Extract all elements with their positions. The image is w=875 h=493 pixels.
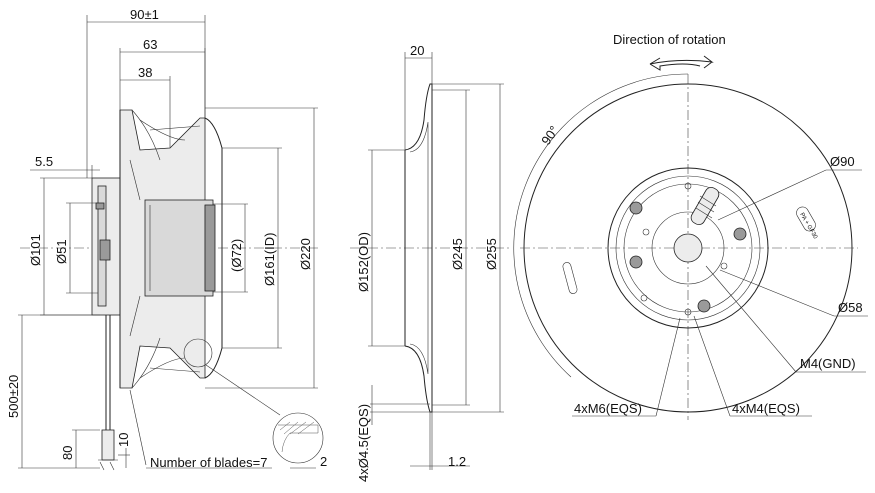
dim-label-500: 500±20: [6, 375, 21, 418]
motor-flange-circle: [615, 175, 761, 321]
dim-label-245: Ø245: [450, 238, 465, 270]
dim-label-38: 38: [138, 65, 152, 80]
dim-label-20: 20: [410, 43, 424, 58]
dim-label-101: Ø101: [28, 234, 43, 266]
shroud-lip: [204, 117, 223, 379]
pcb-slot-ribs: [695, 195, 717, 219]
front-view: Direction of rotation 90° PA + GF30: [513, 32, 868, 420]
material-badge: [796, 206, 816, 232]
screw-m6-4: [697, 299, 711, 313]
screw-m6-1: [629, 201, 643, 215]
dim-label-2: 2: [320, 454, 327, 469]
hole-m4-3: [720, 262, 728, 270]
rotation-label: Direction of rotation: [613, 32, 726, 47]
screw-m6-2: [733, 227, 747, 241]
detail-section-outline: [278, 424, 319, 453]
motor-rotor: [144, 199, 214, 297]
dim-label-51: Ø51: [54, 239, 69, 264]
dim-label-holes: 4xØ4.5(EQS): [356, 404, 371, 482]
inlet-ring-view: 20 Ø152(OD) Ø245 Ø255 4xØ4.5(EQS) 1.2: [350, 43, 510, 482]
dim-label-63: 63: [143, 37, 157, 52]
ring-profile: [404, 83, 433, 413]
leader-m4: [693, 315, 731, 417]
rotation-arrow-left: [649, 57, 701, 71]
ring-inner-profile: [409, 121, 429, 375]
leader-90: [717, 169, 827, 221]
dim-label-80: 80: [60, 446, 75, 460]
label-gnd: M4(GND): [800, 356, 856, 371]
label-m6: 4xM6(EQS): [574, 401, 642, 416]
hole-m4-2: [642, 228, 650, 236]
label-m4: 4xM4(EQS): [732, 401, 800, 416]
leader-gnd: [705, 265, 797, 373]
dim-label-152: Ø152(OD): [356, 232, 371, 292]
motor-hub-circle: [651, 211, 725, 285]
label-dia-58: Ø58: [838, 300, 863, 315]
screw-m6-3: [629, 255, 643, 269]
angle-label: 90°: [538, 123, 562, 148]
blades-note: Number of blades=7: [150, 455, 267, 470]
dim-label-10: 10: [116, 433, 131, 447]
blade-edges: [129, 159, 141, 337]
leader-58: [719, 269, 835, 317]
dim-label-255: Ø255: [484, 238, 499, 270]
connector-block: [99, 239, 111, 261]
detail-leader: [205, 364, 281, 416]
dim-label-90: 90±1: [130, 7, 159, 22]
dim-label-1-2: 1.2: [448, 454, 466, 469]
dim-label-220: Ø220: [298, 238, 313, 270]
rotation-arrow-right: [649, 55, 714, 69]
motor-mid-circle: [623, 183, 753, 313]
mount-slot-left: [562, 262, 578, 294]
blade-curve-4: [131, 337, 161, 389]
dim-label-72: (Ø72): [229, 239, 244, 272]
hole-m4-1: [684, 182, 692, 190]
dim-label-5-5: 5.5: [35, 154, 53, 169]
blade-curve-6: [149, 367, 201, 373]
blades-note-leader: [129, 389, 147, 466]
cable-connector: [101, 429, 115, 461]
blade-curve-3: [149, 125, 201, 131]
angle-arc: [513, 73, 689, 378]
hole-m4-4: [684, 308, 692, 316]
label-dia-90: Ø90: [830, 154, 855, 169]
rotor-cap: [204, 204, 216, 292]
motor-outer-circle: [607, 167, 769, 329]
leader-m6: [655, 317, 681, 417]
plate-tab-top: [95, 202, 105, 210]
detail-hatch: [279, 421, 315, 435]
detail-circle: [183, 338, 213, 368]
pcb-slot: [690, 186, 720, 226]
hole-gnd: [640, 294, 648, 302]
blade-curve-1: [131, 109, 161, 161]
dim-label-161: Ø161(ID): [262, 233, 277, 286]
blade-curve-5: [139, 357, 186, 379]
blade-curve-2: [139, 119, 186, 141]
motor-shaft-circle: [673, 233, 703, 263]
side-view: 90±1 63 38 5.5 Ø101 Ø51 (Ø72) Ø161(: [6, 7, 327, 471]
detail-magnify-circle: [272, 412, 324, 464]
cable-wires: [98, 459, 118, 471]
